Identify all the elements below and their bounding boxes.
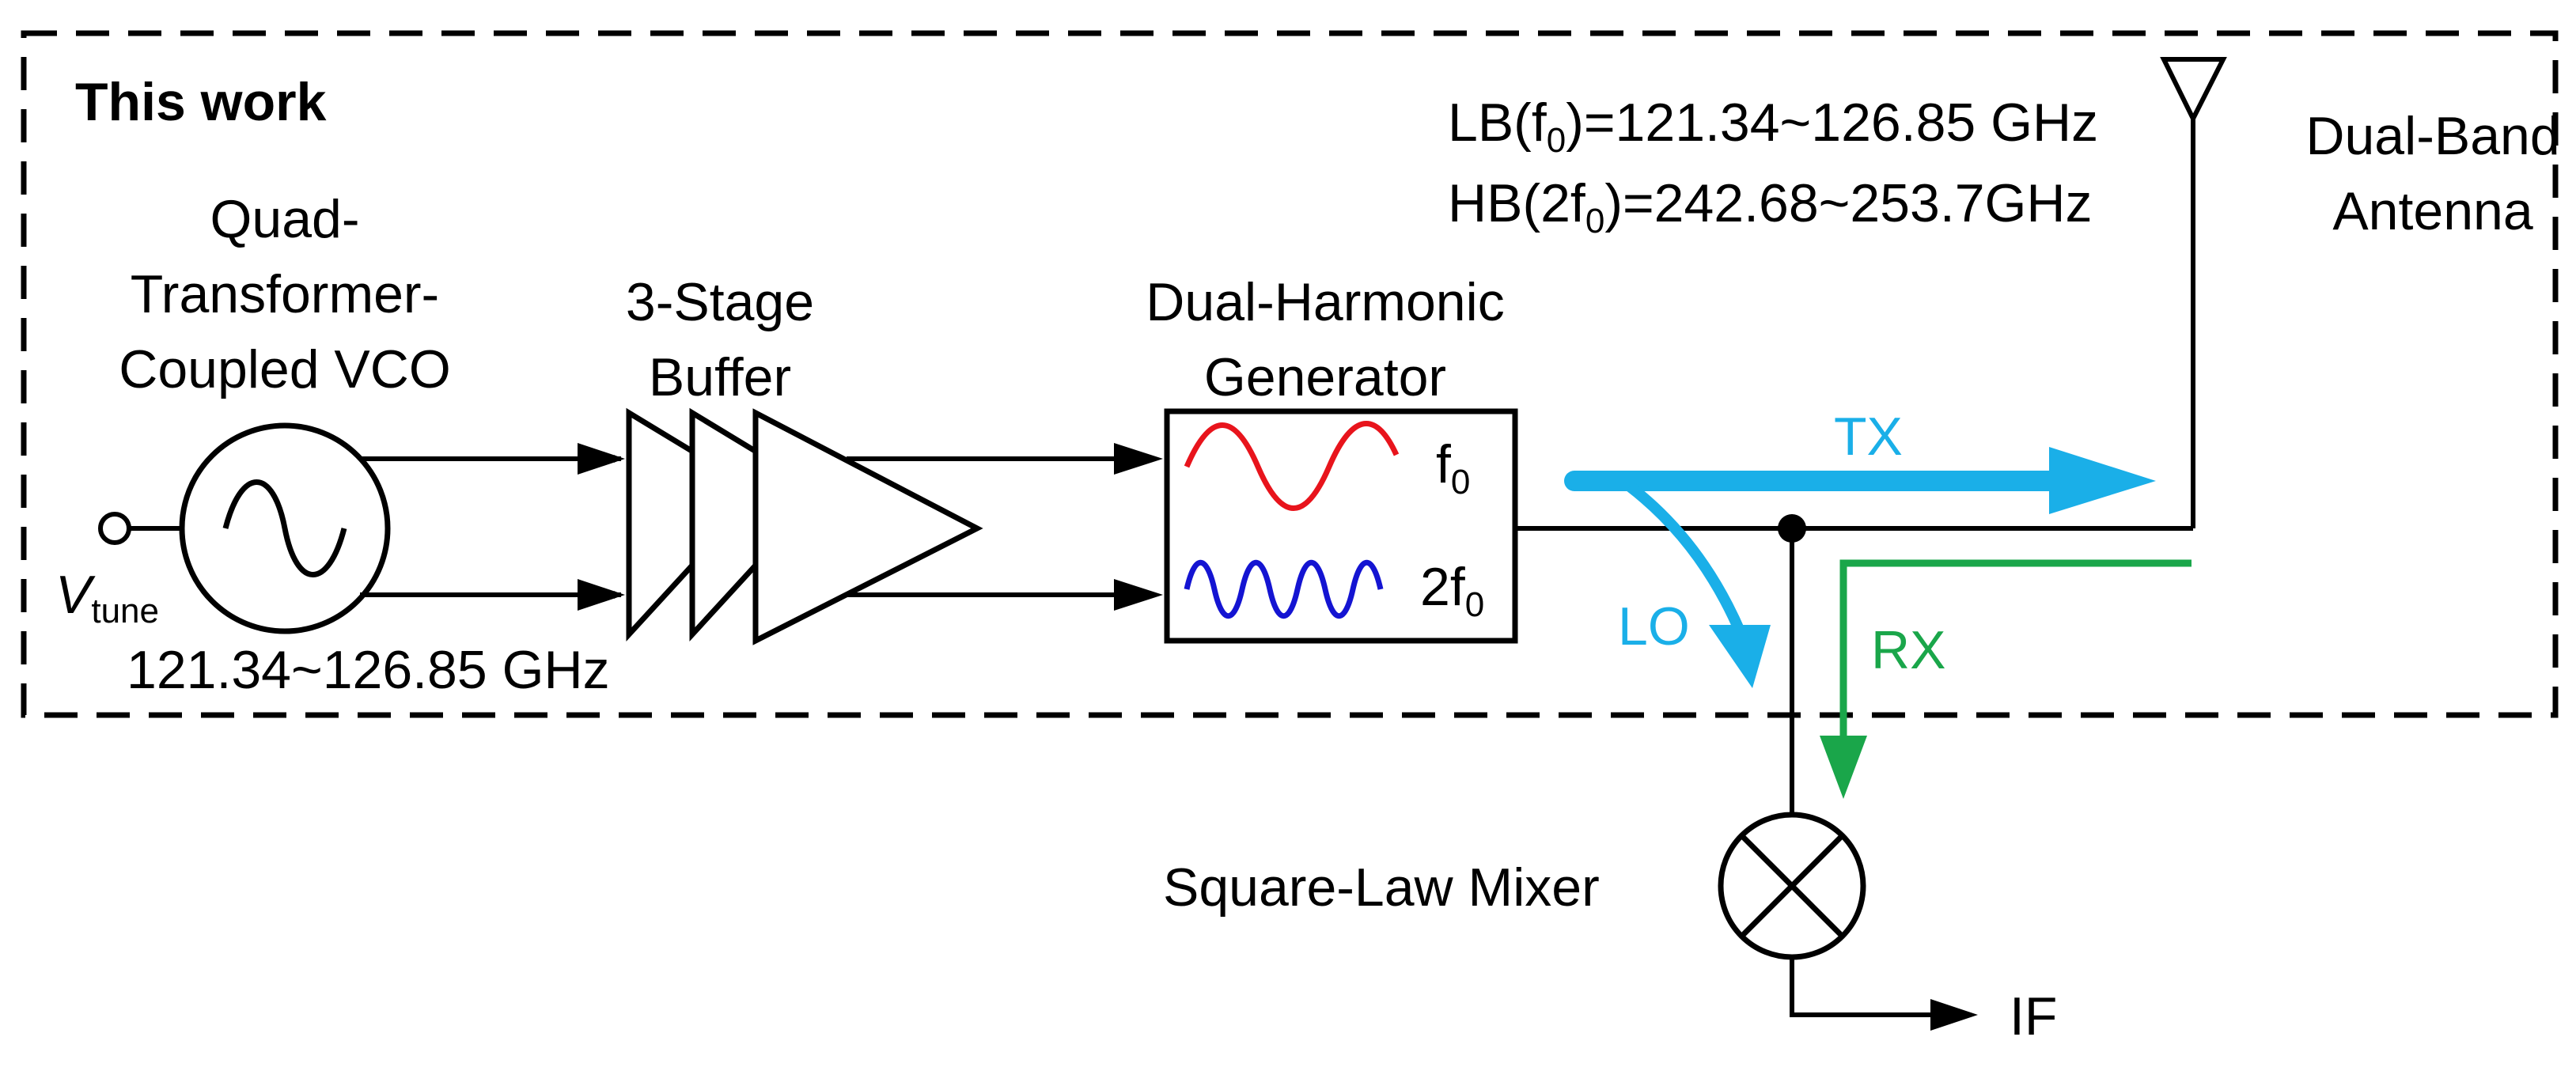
- lo-label: LO: [1618, 596, 1690, 657]
- mixer-label: Square-Law Mixer: [1163, 857, 1600, 918]
- antenna-icon: [2160, 57, 2227, 124]
- dual-harmonic-generator: [1164, 408, 1518, 644]
- arrow-head-4: [1114, 579, 1163, 611]
- arrow-head-2: [578, 579, 625, 611]
- antenna-label-1: Dual-Band: [2305, 106, 2559, 166]
- vco-label-1: Quad-: [210, 189, 360, 249]
- vco-label-3: Coupled VCO: [119, 339, 451, 399]
- arrow-head-1: [578, 443, 625, 475]
- generator-label-1: Dual-Harmonic: [1146, 272, 1504, 332]
- if-label: IF: [2010, 986, 2057, 1046]
- vtune-label: Vtune: [55, 565, 159, 630]
- mixer-symbol: [1718, 812, 1866, 960]
- rx-arrow: [1839, 559, 2191, 744]
- buffer-label-2: Buffer: [649, 347, 791, 407]
- if-arrow-head: [1930, 999, 1978, 1031]
- if-wire: [1790, 957, 1930, 1017]
- lo-arrow-head: [1709, 625, 1771, 688]
- rx-label: RX: [1871, 620, 1945, 680]
- vtune-terminal: [98, 512, 131, 545]
- hb-label: HB(2f0)=242.68~253.7GHz: [1448, 173, 2093, 240]
- vco-frequency: 121.34~126.85 GHz: [127, 640, 610, 700]
- rx-arrow-head: [1820, 736, 1867, 799]
- 2f0-label: 2f0: [1420, 557, 1484, 624]
- f0-waveform: [1184, 420, 1400, 511]
- tx-label: TX: [1834, 407, 1903, 467]
- generator-label-2: Generator: [1204, 347, 1446, 407]
- vco-symbol: [179, 422, 391, 634]
- lo-arrow: [1626, 482, 1746, 635]
- frame-title: This work: [75, 72, 327, 132]
- vco-label-2: Transformer-: [131, 264, 439, 324]
- tx-arrow-head: [2049, 447, 2156, 514]
- 2f0-waveform: [1184, 560, 1384, 619]
- antenna-label-2: Antenna: [2332, 181, 2533, 241]
- arrow-head-3: [1114, 443, 1163, 475]
- f0-label: f0: [1436, 434, 1470, 501]
- three-stage-buffer: [626, 407, 983, 645]
- this-work-frame: [21, 30, 2559, 718]
- buffer-label-1: 3-Stage: [626, 272, 814, 332]
- lb-label: LB(f0)=121.34~126.85 GHz: [1448, 93, 2098, 160]
